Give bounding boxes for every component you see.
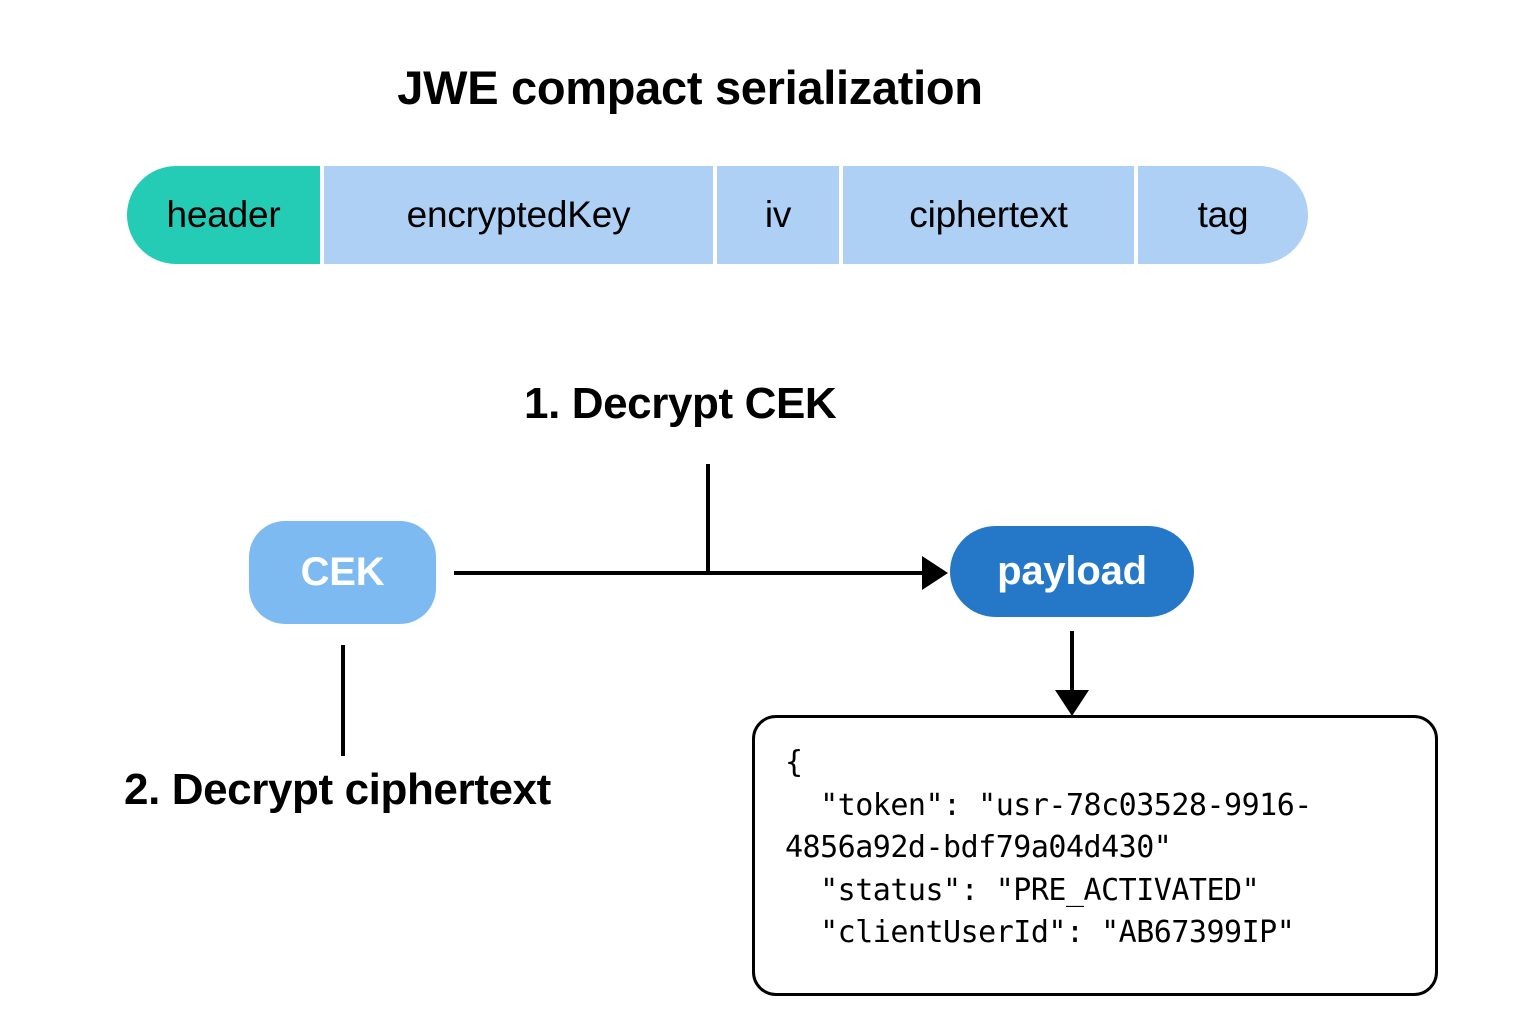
node-cek: CEK [249, 521, 436, 624]
connector-step-1-tick [706, 464, 710, 574]
jwe-compact-serialization-bar: header encryptedKey iv ciphertext tag [127, 166, 1308, 264]
jwe-segment-header: header [127, 166, 320, 264]
step-1-label: 1. Decrypt CEK [524, 379, 837, 428]
arrow-right-icon [922, 556, 948, 590]
connector-payload-to-json [1070, 631, 1074, 701]
connector-cek-to-payload [454, 571, 932, 575]
jwe-segment-encrypted-key: encryptedKey [324, 166, 713, 264]
jwe-segment-iv: iv [717, 166, 839, 264]
page-title: JWE compact serialization [397, 61, 983, 114]
jwe-segment-tag: tag [1138, 166, 1308, 264]
connector-cek-to-step-2 [341, 645, 345, 756]
json-payload-box: { "token": "usr-78c03528-9916-4856a92d-b… [752, 715, 1438, 996]
jwe-segment-ciphertext: ciphertext [843, 166, 1134, 264]
arrow-down-icon [1055, 690, 1089, 716]
json-payload-text: { "token": "usr-78c03528-9916-4856a92d-b… [785, 745, 1312, 951]
node-payload: payload [950, 526, 1194, 617]
step-2-label: 2. Decrypt ciphertext [124, 765, 551, 814]
